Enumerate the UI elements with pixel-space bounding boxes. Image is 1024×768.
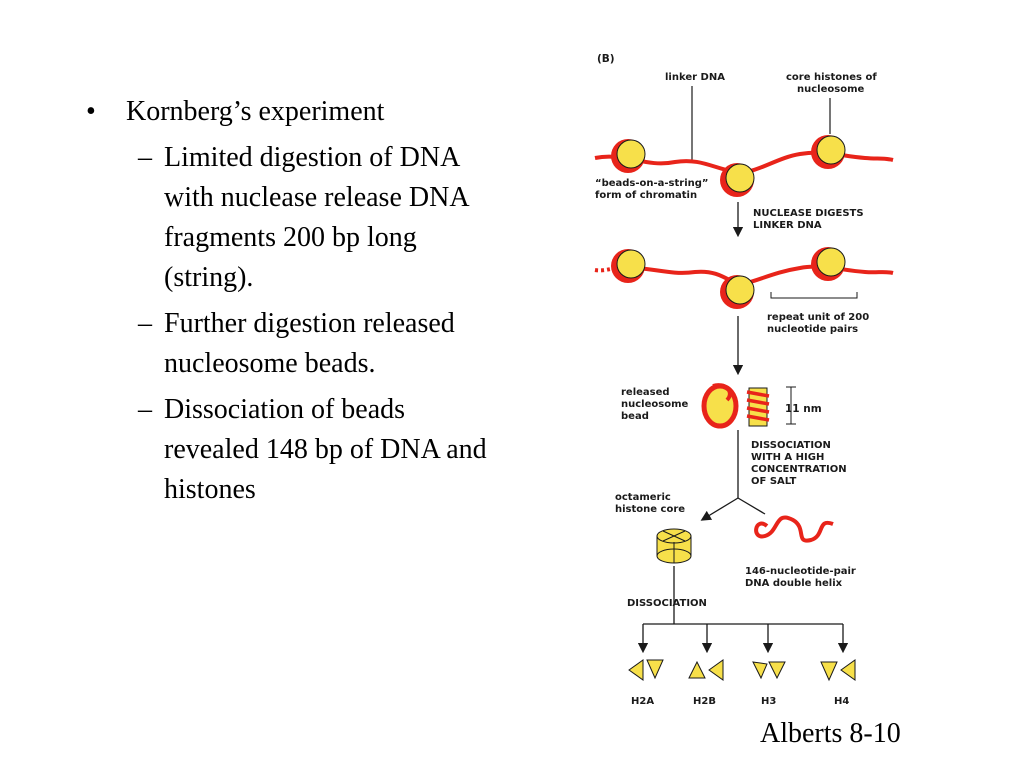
nucleosome-diagram: (B) linker DNA core histones of nucleoso… [594,53,894,707]
size-label: 11 nm [785,403,822,415]
linker-dna-label: linker DNA [665,72,725,83]
nucleosome-bead [611,249,646,283]
nucleosome-side-view [746,387,770,427]
octameric-core-label-2: histone core [615,504,685,515]
sub-bullet-list: – Limited digestion of DNA with nuclease… [84,138,504,510]
octameric-histone-core [656,528,692,564]
salt-step-label-1: DISSOCIATION [751,440,831,451]
histone-h2a-pair [628,659,664,681]
dna-strand [594,150,894,175]
sub-bullet-text: Further digestion released nucleosome be… [164,308,455,379]
released-bead-label-3: bead [621,411,649,422]
arrow-to-core [700,497,739,521]
histone-label-h3: H3 [761,696,776,707]
figure-caption: Alberts 8-10 [760,718,901,749]
nucleosome-bead [720,275,755,309]
dna-helix-label-2: DNA double helix [745,578,843,589]
nucleosome-bead [811,135,846,169]
bullet-main-text: Kornberg’s experiment [126,96,385,127]
sub-bullet-text: Limited digestion of DNA with nuclease r… [164,142,468,293]
histone-label-h2a: H2A [631,696,654,707]
panel-label: (B) [597,53,615,65]
repeat-unit-label-1: repeat unit of 200 [767,312,869,323]
sub-bullet-text: Dissociation of beads revealed 148 bp of… [164,394,487,505]
released-nucleosome-bead [701,383,739,429]
histone-h3-pair [752,661,786,680]
chromatin-fiber-intact [594,135,894,197]
bullet-main: • Kornberg’s experiment [84,92,504,132]
beads-on-string-label-2: form of chromatin [595,190,697,201]
sub-bullet: – Dissociation of beads revealed 148 bp … [84,390,504,510]
bullet-dot-icon: • [86,96,96,127]
nuclease-step-label-2: LINKER DNA [753,220,822,231]
nucleosome-bead [811,247,846,281]
dash-icon: – [138,394,152,425]
dna-double-helix [754,515,834,543]
released-bead-label-1: released [621,387,670,398]
repeat-unit-bracket [770,292,858,299]
histone-label-h2b: H2B [693,696,716,707]
salt-step-label-2: WITH A HIGH [751,452,824,463]
arrow-to-dna [737,497,766,515]
octameric-core-label-1: octameric [615,492,671,503]
bullet-list: • Kornberg’s experiment – Limited digest… [84,92,504,516]
released-bead-label-2: nucleosome [621,399,688,410]
nucleosome-bead [720,163,755,197]
repeat-unit-label-2: nucleotide pairs [767,324,858,335]
sub-bullet: – Limited digestion of DNA with nuclease… [84,138,504,298]
histone-label-h4: H4 [834,696,849,707]
salt-step-label-4: OF SALT [751,476,796,487]
dash-icon: – [138,308,152,339]
dash-icon: – [138,142,152,173]
dna-helix-label-1: 146-nucleotide-pair [745,566,856,577]
histone-h2b-pair [688,659,724,681]
beads-on-string-label-1: “beads-on-a-string” [595,178,709,189]
salt-step-label-3: CONCENTRATION [751,464,847,475]
chromatin-fiber-digested [594,247,894,309]
nuclease-step-label-1: NUCLEASE DIGESTS [753,208,864,219]
core-histones-label-1: core histones of [786,72,877,83]
sub-bullet: – Further digestion released nucleosome … [84,304,504,384]
dissociation-label: DISSOCIATION [627,598,707,609]
nucleosome-bead [611,139,646,173]
histone-h4-pair [820,659,856,682]
core-histones-label-2: nucleosome [797,84,864,95]
